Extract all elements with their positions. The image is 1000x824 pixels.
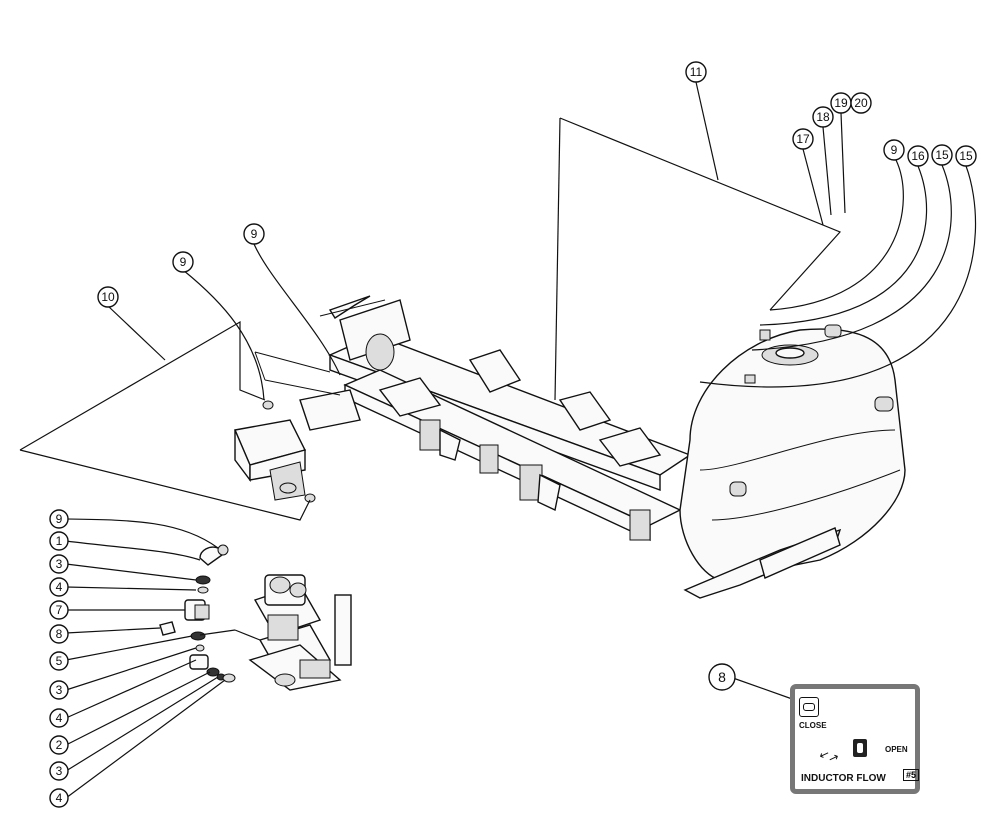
callout-3-c: 3: [49, 761, 69, 781]
inductor-flow-decal: CLOSE ↙↗ OPEN INDUCTOR FLOW #5: [790, 684, 920, 794]
assembly-outlines: [19, 117, 842, 521]
svg-text:11: 11: [690, 65, 703, 79]
svg-text:9: 9: [891, 143, 898, 157]
svg-text:15: 15: [959, 149, 973, 163]
valve-open-icon: [853, 739, 867, 757]
callout-10: 10: [97, 286, 119, 308]
svg-text:9: 9: [251, 227, 258, 241]
svg-text:4: 4: [56, 711, 63, 725]
decal-title: INDUCTOR FLOW: [801, 773, 886, 784]
svg-text:3: 3: [56, 683, 63, 697]
callout-3-a: 3: [49, 554, 69, 574]
decal-open-label: OPEN: [885, 745, 908, 754]
svg-text:3: 3: [56, 764, 63, 778]
callout-9-mid: 9: [243, 223, 265, 245]
callout-17: 17: [792, 128, 814, 150]
svg-text:8: 8: [56, 627, 63, 641]
svg-text:1: 1: [56, 534, 63, 548]
svg-text:5: 5: [56, 654, 63, 668]
callout-15-b: 15: [955, 145, 977, 167]
callout-15-a: 15: [931, 144, 953, 166]
callout-3-b: 3: [49, 680, 69, 700]
callout-4-b: 4: [49, 708, 69, 728]
callout-9-left: 9: [172, 251, 194, 273]
svg-text:16: 16: [911, 149, 925, 163]
svg-text:3: 3: [56, 557, 63, 571]
callout-5: 5: [49, 651, 69, 671]
callout-7: 7: [49, 600, 69, 620]
callout-4-c: 4: [49, 788, 69, 808]
svg-text:9: 9: [180, 255, 187, 269]
svg-text:2: 2: [56, 738, 63, 752]
svg-text:8: 8: [718, 669, 726, 685]
svg-text:17: 17: [796, 132, 810, 146]
frame-assembly: [234, 295, 906, 599]
callout-9-valve: 9: [49, 509, 69, 529]
callout-16: 16: [907, 145, 929, 167]
callout-4-a: 4: [49, 577, 69, 597]
curved-arrow-icon: ↙↗: [817, 745, 841, 767]
callout-2: 2: [49, 735, 69, 755]
valve-closed-icon: [799, 697, 819, 717]
svg-text:20: 20: [854, 96, 868, 110]
decal-number: #5: [903, 769, 920, 781]
svg-text:15: 15: [935, 148, 949, 162]
callout-8-decal: 8: [708, 663, 736, 691]
svg-text:10: 10: [101, 290, 115, 304]
svg-text:7: 7: [56, 603, 63, 617]
callout-8-valve: 8: [49, 624, 69, 644]
callout-1: 1: [49, 531, 69, 551]
callout-9-top: 9: [883, 139, 905, 161]
svg-text:18: 18: [816, 110, 830, 124]
callouts: 11 17 18 19 20 9 16 15 15 9 9 10 8 9 1 3…: [49, 61, 977, 808]
leader-lines: [65, 81, 977, 799]
svg-text:4: 4: [56, 791, 63, 805]
callout-19: 19: [830, 92, 852, 114]
callout-18: 18: [812, 106, 834, 128]
callout-11: 11: [685, 61, 707, 83]
valve-exploded-view: [159, 544, 352, 691]
decal-close-label: CLOSE: [799, 721, 827, 730]
svg-text:19: 19: [834, 96, 848, 110]
svg-text:4: 4: [56, 580, 63, 594]
svg-text:9: 9: [56, 512, 63, 526]
callout-20: 20: [850, 92, 872, 114]
